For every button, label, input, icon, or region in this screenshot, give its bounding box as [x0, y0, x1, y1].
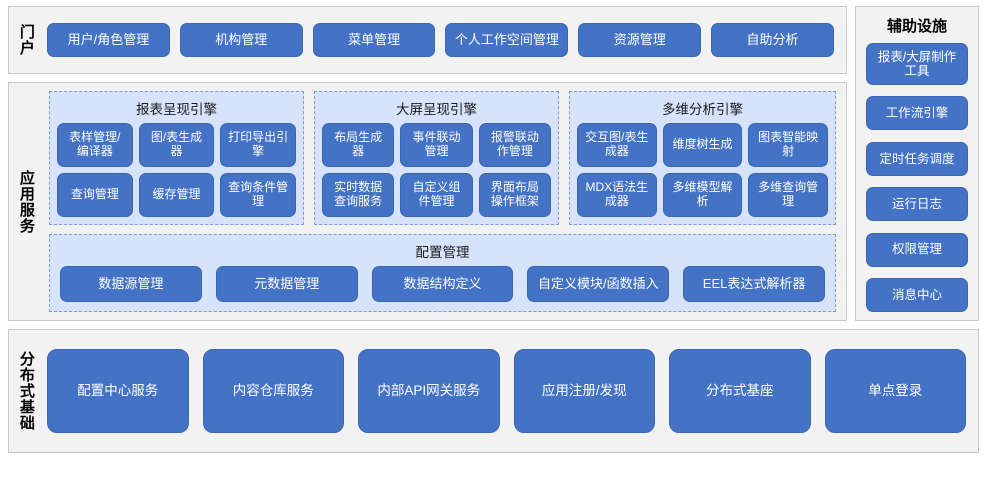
configuration-management-items: 数据源管理 元数据管理 数据结构定义 自定义模块/函数插入 EEL表达式解析器 [60, 266, 825, 302]
config-item-datasource-management[interactable]: 数据源管理 [60, 266, 202, 302]
aux-item-permission-management[interactable]: 权限管理 [866, 232, 968, 267]
engine-item-query-condition-management[interactable]: 查询条件管理 [220, 173, 296, 217]
aux-item-runtime-log[interactable]: 运行日志 [866, 187, 968, 222]
engine-item-interactive-chart-table-generator[interactable]: 交互图/表生成器 [577, 123, 657, 167]
engine-item-dimension-tree-generation[interactable]: 维度树生成 [662, 123, 743, 167]
multidimensional-analysis-engine-panel: 多维分析引擎 交互图/表生成器 维度树生成 图表智能映射 MDX语法生成器 多维… [569, 91, 836, 225]
engine-item-chart-smart-mapping[interactable]: 图表智能映射 [748, 123, 828, 167]
application-services-section-label-text: 应用服务 [17, 169, 35, 234]
engine-item-multidimensional-query-management[interactable]: 多维查询管理 [748, 173, 828, 217]
engine-item-realtime-data-query-service[interactable]: 实时数据查询服务 [322, 173, 395, 217]
auxiliary-facilities-title: 辅助设施 [886, 18, 947, 35]
multidimensional-analysis-engine-items: 交互图/表生成器 维度树生成 图表智能映射 MDX语法生成器 多维模型解析 多维… [577, 123, 828, 217]
engine-panels: 报表呈现引擎 表样管理/编译器 图/表生成器 打印导出引擎 查询管理 缓存管理 … [49, 91, 836, 225]
portal-item-org-management[interactable]: 机构管理 [179, 23, 303, 57]
large-screen-rendering-engine-items: 布局生成器 事件联动管理 报警联动作管理 实时数据查询服务 自定义组件管理 界面… [322, 123, 551, 217]
auxiliary-facilities-items: 报表/大屏制作工具 工作流引擎 定时任务调度 运行日志 权限管理 消息中心 [866, 43, 968, 312]
engine-item-cache-management[interactable]: 缓存管理 [138, 173, 215, 217]
dist-item-configuration-center-service[interactable]: 配置中心服务 [47, 349, 189, 433]
portal-item-menu-management[interactable]: 菜单管理 [312, 23, 436, 57]
aux-item-workflow-engine[interactable]: 工作流引擎 [866, 96, 968, 131]
portal-item-self-service-analysis[interactable]: 自助分析 [711, 23, 834, 57]
dist-item-internal-api-gateway-service[interactable]: 内部API网关服务 [358, 349, 500, 433]
configuration-management-title: 配置管理 [415, 245, 470, 260]
dist-item-application-registration-discovery[interactable]: 应用注册/发现 [513, 349, 655, 433]
application-services-section: 应用服务 报表呈现引擎 表样管理/编译器 图/表生成器 打印导出引擎 查询管理 … [8, 82, 847, 321]
config-item-data-structure-definition[interactable]: 数据结构定义 [371, 266, 514, 302]
upper-region: 门户 用户/角色管理 机构管理 菜单管理 个人工作空间管理 资源管理 自助分析 … [8, 6, 979, 321]
portal-item-resource-management[interactable]: 资源管理 [578, 23, 702, 57]
aux-item-message-center[interactable]: 消息中心 [866, 277, 968, 312]
engine-item-alarm-linkage-action-management[interactable]: 报警联动作管理 [478, 123, 551, 167]
engine-item-multidimensional-model-parsing[interactable]: 多维模型解析 [662, 173, 743, 217]
portal-section-label-text: 门户 [17, 24, 35, 56]
dist-item-distributed-foundation[interactable]: 分布式基座 [669, 349, 811, 433]
portal-item-personal-workspace-management[interactable]: 个人工作空间管理 [445, 23, 569, 57]
engine-item-ui-layout-operation-framework[interactable]: 界面布局操作框架 [478, 173, 551, 217]
engine-item-event-linkage-management[interactable]: 事件联动管理 [400, 123, 473, 167]
report-rendering-engine-title: 报表呈现引擎 [136, 102, 217, 117]
large-screen-rendering-engine-title: 大屏呈现引擎 [396, 102, 477, 117]
aux-item-scheduled-task-scheduling[interactable]: 定时任务调度 [866, 141, 968, 176]
distributed-infrastructure-section: 分布式基础 配置中心服务 内容仓库服务 内部API网关服务 应用注册/发现 分布… [8, 329, 979, 453]
engine-item-custom-component-management[interactable]: 自定义组件管理 [400, 173, 473, 217]
application-services-section-label: 应用服务 [9, 83, 43, 320]
config-item-metadata-management[interactable]: 元数据管理 [215, 266, 358, 302]
portal-section: 门户 用户/角色管理 机构管理 菜单管理 个人工作空间管理 资源管理 自助分析 [8, 6, 847, 74]
portal-items: 用户/角色管理 机构管理 菜单管理 个人工作空间管理 资源管理 自助分析 [43, 7, 846, 73]
report-rendering-engine-items: 表样管理/编译器 图/表生成器 打印导出引擎 查询管理 缓存管理 查询条件管理 [57, 123, 296, 217]
report-rendering-engine-panel: 报表呈现引擎 表样管理/编译器 图/表生成器 打印导出引擎 查询管理 缓存管理 … [49, 91, 304, 225]
large-screen-rendering-engine-panel: 大屏呈现引擎 布局生成器 事件联动管理 报警联动作管理 实时数据查询服务 自定义… [314, 91, 559, 225]
distributed-infrastructure-items: 配置中心服务 内容仓库服务 内部API网关服务 应用注册/发现 分布式基座 单点… [43, 330, 978, 452]
left-column: 门户 用户/角色管理 机构管理 菜单管理 个人工作空间管理 资源管理 自助分析 … [8, 6, 847, 321]
auxiliary-facilities-section: 辅助设施 报表/大屏制作工具 工作流引擎 定时任务调度 运行日志 权限管理 消息… [855, 6, 979, 321]
dist-item-single-sign-on[interactable]: 单点登录 [824, 349, 966, 433]
engine-item-layout-generator[interactable]: 布局生成器 [322, 123, 395, 167]
config-item-custom-module-function-insertion[interactable]: 自定义模块/函数插入 [527, 266, 670, 302]
engine-item-template-management-compiler[interactable]: 表样管理/编译器 [57, 123, 133, 167]
dist-item-content-repository-service[interactable]: 内容仓库服务 [202, 349, 344, 433]
config-item-eel-expression-parser[interactable]: EEL表达式解析器 [683, 266, 825, 302]
application-services-body: 报表呈现引擎 表样管理/编译器 图/表生成器 打印导出引擎 查询管理 缓存管理 … [43, 83, 846, 320]
distributed-infrastructure-section-label-text: 分布式基础 [17, 351, 35, 431]
aux-item-report-dashboard-authoring-tool[interactable]: 报表/大屏制作工具 [866, 43, 968, 85]
portal-section-label: 门户 [9, 7, 43, 73]
engine-item-query-management[interactable]: 查询管理 [57, 173, 133, 217]
multidimensional-analysis-engine-title: 多维分析引擎 [662, 102, 743, 117]
configuration-management-panel: 配置管理 数据源管理 元数据管理 数据结构定义 自定义模块/函数插入 EEL表达… [49, 234, 836, 312]
distributed-infrastructure-section-label: 分布式基础 [9, 330, 43, 452]
engine-item-chart-table-generator[interactable]: 图/表生成器 [138, 123, 215, 167]
engine-item-mdx-syntax-generator[interactable]: MDX语法生成器 [577, 173, 657, 217]
engine-item-print-export-engine[interactable]: 打印导出引擎 [220, 123, 296, 167]
portal-item-user-role-management[interactable]: 用户/角色管理 [47, 23, 170, 57]
